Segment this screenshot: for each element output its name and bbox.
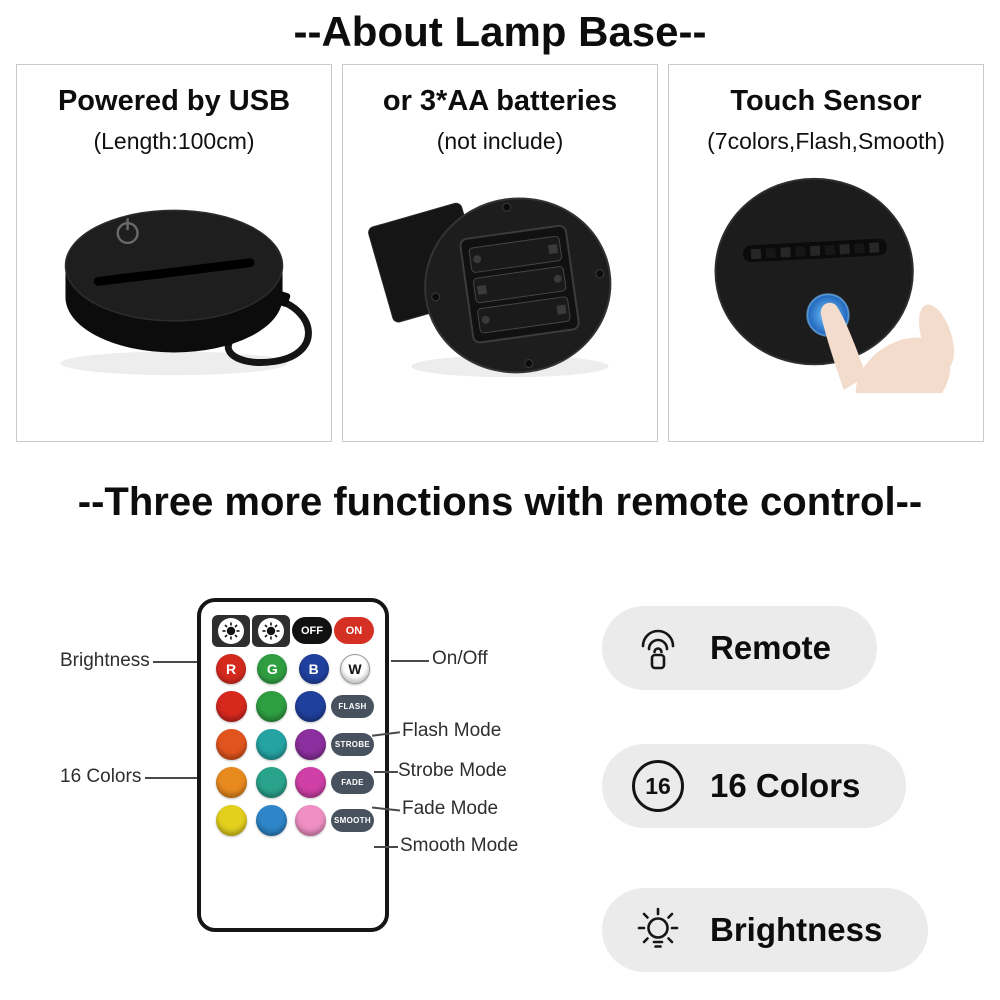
panel-subheading: (Length:100cm) bbox=[93, 128, 255, 154]
smooth-button: SMOOTH bbox=[330, 809, 374, 832]
page-title: --About Lamp Base-- bbox=[293, 8, 707, 55]
panel-subheading: (7colors,Flash,Smooth) bbox=[707, 128, 945, 154]
callout-16-colors: 16 Colors bbox=[60, 766, 142, 787]
color-button bbox=[216, 767, 247, 798]
usb-lamp-base-photo bbox=[60, 209, 312, 376]
16-badge: 16 bbox=[630, 758, 686, 814]
sun-icon bbox=[258, 617, 284, 644]
color-button bbox=[255, 767, 287, 798]
color-button bbox=[295, 805, 327, 836]
sun-icon bbox=[218, 617, 244, 644]
panel-subheading: (not include) bbox=[436, 128, 564, 154]
color-button bbox=[295, 729, 327, 760]
feature-label: Remote bbox=[710, 629, 832, 666]
brightness-down-button bbox=[212, 614, 250, 647]
panel-powered-by-usb: Powered by USB (Length:100cm) bbox=[16, 64, 332, 442]
remote-row-4: SMOOTH bbox=[212, 804, 374, 837]
color-button bbox=[216, 729, 247, 760]
section-title-remote-functions: --Three more functions with remote contr… bbox=[77, 480, 923, 524]
callout-line bbox=[145, 777, 197, 779]
brightness-bulb-icon bbox=[630, 902, 686, 958]
feature-pill-remote: Remote bbox=[602, 606, 878, 690]
feature-label: Brightness bbox=[710, 911, 883, 948]
white-button: W bbox=[339, 653, 370, 684]
brightness-up-button bbox=[252, 614, 290, 647]
panel-touch-sensor: Touch Sensor (7colors,Flash,Smooth) bbox=[668, 64, 984, 442]
fade-button: FADE bbox=[330, 771, 374, 794]
remote-control: OFF ON R G B W FLASH STROBE FADE bbox=[197, 598, 389, 932]
color-button bbox=[295, 767, 327, 798]
color-button bbox=[255, 691, 287, 722]
callout-line bbox=[374, 771, 398, 773]
red-button: R bbox=[216, 653, 246, 684]
remote-row-1: FLASH bbox=[212, 690, 374, 723]
on-button: ON bbox=[334, 617, 374, 644]
callout-line bbox=[391, 660, 429, 662]
green-button: G bbox=[257, 653, 288, 684]
callout-smooth-mode: Smooth Mode bbox=[400, 835, 519, 856]
color-button bbox=[216, 691, 247, 722]
callout-fade-mode: Fade Mode bbox=[402, 798, 499, 819]
remote-row-2: STROBE bbox=[212, 728, 374, 761]
power-symbol-icon bbox=[116, 218, 139, 245]
color-button bbox=[216, 805, 247, 836]
strobe-button: STROBE bbox=[330, 733, 374, 756]
panel-heading: Powered by USB bbox=[57, 85, 291, 117]
remote-row-3: FADE bbox=[212, 766, 374, 799]
callout-flash-mode: Flash Mode bbox=[402, 720, 502, 741]
battery-compartment-photo bbox=[368, 197, 612, 378]
callout-on-off: On/Off bbox=[432, 648, 488, 669]
panel-aa-batteries: or 3*AA batteries (not include) bbox=[342, 64, 658, 442]
flash-button: FLASH bbox=[330, 695, 374, 718]
feature-pill-16-colors: 16 16 Colors bbox=[602, 744, 907, 828]
off-button: OFF bbox=[292, 617, 332, 644]
callout-strobe-mode: Strobe Mode bbox=[398, 760, 507, 781]
color-button bbox=[255, 805, 287, 836]
panel-heading: or 3*AA batteries bbox=[382, 85, 618, 117]
remote-row-power: OFF ON bbox=[212, 614, 374, 647]
color-button bbox=[255, 729, 287, 760]
callout-brightness: Brightness bbox=[60, 650, 150, 671]
callout-line bbox=[374, 846, 398, 848]
feature-panels: Powered by USB (Length:100cm) bbox=[16, 64, 984, 442]
panel-heading: Touch Sensor bbox=[730, 85, 922, 117]
callout-line bbox=[153, 661, 197, 663]
remote-row-rgbw: R G B W bbox=[212, 652, 374, 685]
blue-button: B bbox=[298, 653, 329, 684]
color-button bbox=[295, 691, 327, 722]
feature-label: 16 Colors bbox=[710, 767, 861, 804]
remote-signal-icon bbox=[630, 620, 686, 676]
feature-pill-brightness: Brightness bbox=[602, 888, 929, 972]
touch-sensor-photo bbox=[714, 177, 954, 423]
